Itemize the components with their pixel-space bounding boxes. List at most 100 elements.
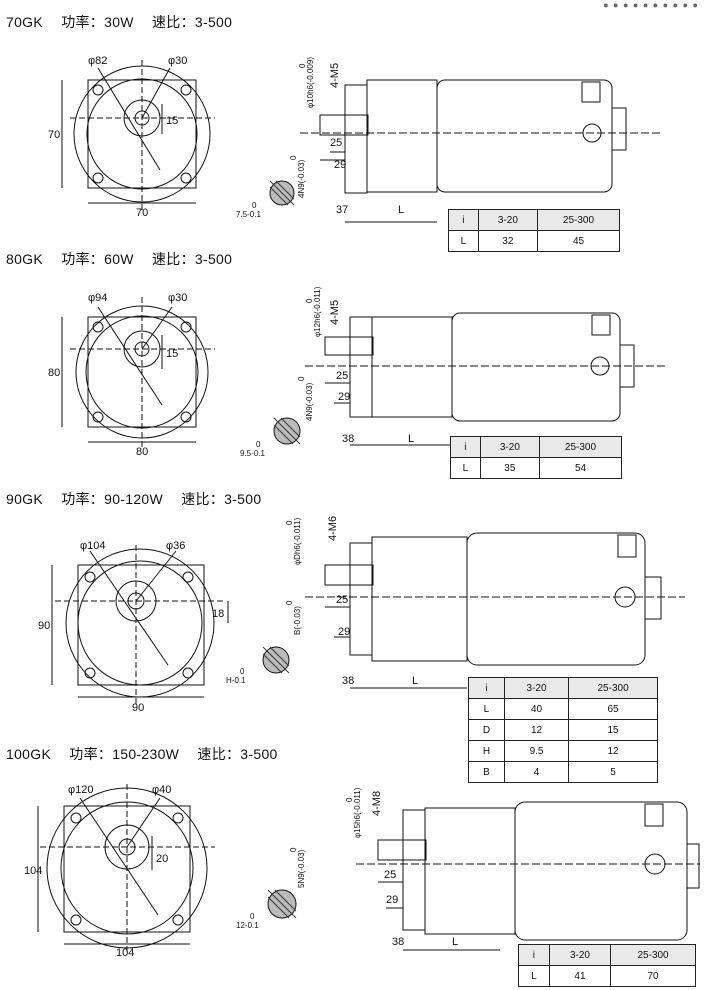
offset-label: 15 [166, 115, 178, 127]
key-label: 4N9(-0.03) [297, 159, 306, 198]
key-len-label: 25 [336, 370, 348, 382]
power-label: 功率：90-120W [61, 491, 164, 507]
spec-table: i 3-20 25-300 L 40 65 D 12 15 H 9.5 12 B… [468, 677, 658, 783]
height-dim-top: 0 [252, 201, 257, 210]
shaft-top: 0 [285, 520, 294, 525]
key-len-label: 25 [336, 594, 348, 606]
key-section [269, 180, 295, 206]
key-label: B(-0.03) [293, 606, 302, 635]
table-row: D 12 15 [468, 719, 658, 741]
section-title: 100GK 功率：150-230W 速比：3-500 [6, 744, 292, 764]
drawing-90gk: φ104 φ36 90 90 18 H-0.1 0 B(-0.03) 0 φD [38, 516, 685, 714]
shaft-top: 0 [305, 298, 314, 303]
front-view [51, 545, 229, 707]
height-dim-label: H-0.1 [226, 676, 246, 685]
shaft-len-label: 29 [386, 894, 398, 906]
l-label: L [412, 675, 418, 687]
section-title: 90GK 功率：90-120W 速比：3-500 [6, 489, 275, 509]
ratio-label: 速比：3-500 [152, 14, 233, 30]
height-dim-top: 0 [250, 912, 255, 921]
spec-table: i 3-20 25-300 L 35 54 [450, 436, 622, 479]
dia-a-label: φ82 [88, 55, 107, 67]
offset-label: 15 [166, 348, 178, 360]
height-dim-top: 0 [240, 667, 245, 676]
dia-b-label: φ30 [168, 55, 187, 67]
section-70gk: 70GK 功率：30W 速比：3-500 φ82 φ30 70 70 15 [0, 0, 705, 252]
flange-label: 38 [342, 675, 354, 687]
shaft-len-label: 29 [338, 626, 350, 638]
shaft-len-label: 29 [338, 391, 350, 403]
bolt-label: 4-M8 [371, 791, 383, 816]
dia-b-label: φ36 [166, 540, 185, 552]
key-label: 4N9(-0.03) [305, 382, 314, 421]
table-header: i 3-20 25-300 [468, 677, 658, 699]
table-row: L 35 54 [450, 457, 622, 479]
key-top: 0 [297, 376, 306, 381]
side-view [305, 532, 685, 689]
shaft-label: φ12h6(-0.011) [313, 286, 322, 337]
height-dim-label: 9.5-0.1 [240, 449, 265, 458]
power-label: 功率：30W [61, 14, 134, 30]
dia-a-label: φ104 [80, 540, 106, 552]
height-label: 104 [24, 865, 42, 877]
section-title: 70GK 功率：30W 速比：3-500 [6, 12, 246, 32]
l-label: L [452, 936, 458, 948]
table-header: i 3-20 25-300 [450, 436, 622, 458]
power-label: 功率：60W [61, 251, 134, 267]
flange-label: 37 [336, 204, 348, 216]
table-header: i 3-20 25-300 [518, 944, 696, 966]
offset-label: 18 [212, 608, 224, 620]
key-top: 0 [285, 600, 294, 605]
shaft-len-label: 29 [334, 159, 346, 171]
bolt-label: 4-M5 [329, 63, 341, 88]
width-label: 70 [136, 207, 148, 219]
bolt-label: 4-M6 [327, 516, 339, 541]
header-mark: ● ● ● ● ● ● ● ● ● ● [603, 0, 699, 10]
width-label: 104 [116, 947, 134, 959]
model-label: 100GK [6, 746, 52, 762]
table-row: L 41 70 [518, 965, 696, 987]
model-label: 90GK [6, 491, 43, 507]
dia-b-label: φ30 [168, 292, 187, 304]
ratio-label: 速比：3-500 [181, 491, 262, 507]
l-label: L [408, 433, 414, 445]
section-90gk: 90GK 功率：90-120W 速比：3-500 φ104 φ36 90 90 … [0, 485, 705, 783]
section-100gk: 100GK 功率：150-230W 速比：3-500 φ120 φ40 104 … [0, 740, 705, 990]
ratio-label: 速比：3-500 [197, 746, 278, 762]
dia-a-label: φ94 [88, 292, 107, 304]
width-label: 80 [136, 446, 148, 458]
width-label: 90 [132, 702, 144, 714]
height-dim-top: 0 [256, 440, 261, 449]
key-top: 0 [289, 847, 298, 852]
drawing-100gk: φ120 φ40 104 104 20 12-0.1 0 5N9(-0.03) … [24, 784, 700, 959]
key-section [267, 889, 297, 919]
key-section [273, 417, 301, 445]
height-dim-label: 7.5-0.1 [236, 210, 261, 219]
table-row: L 40 65 [468, 698, 658, 720]
section-80gk: 80GK 功率：60W 速比：3-500 φ94 φ30 80 80 15 [0, 245, 705, 485]
table-row: L 32 45 [448, 230, 620, 252]
table-header: i 3-20 25-300 [448, 209, 620, 231]
side-view [356, 801, 700, 951]
front-view [37, 784, 215, 955]
l-label: L [398, 204, 404, 216]
front-view [61, 60, 215, 210]
side-view [305, 312, 665, 446]
shaft-label: φDh6(-0.011) [293, 517, 302, 565]
flange-label: 38 [392, 936, 404, 948]
drawing-70gk: φ82 φ30 70 70 15 7.5-0.1 0 4N9(-0.03) 0 [48, 55, 660, 223]
model-label: 80GK [6, 251, 43, 267]
spec-table: i 3-20 25-300 L 32 45 [448, 209, 620, 252]
height-dim-label: 12-0.1 [236, 921, 259, 930]
key-len-label: 25 [384, 869, 396, 881]
table-row: B 4 5 [468, 761, 658, 783]
power-label: 功率：150-230W [69, 746, 180, 762]
ratio-label: 速比：3-500 [152, 251, 233, 267]
model-label: 70GK [6, 14, 43, 30]
key-len-label: 25 [330, 137, 342, 149]
flange-label: 38 [342, 433, 354, 445]
height-label: 80 [48, 367, 60, 379]
spec-table: i 3-20 25-300 L 41 70 [518, 944, 696, 987]
shaft-label: φ10h6(-0.009) [306, 57, 315, 108]
section-title: 80GK 功率：60W 速比：3-500 [6, 249, 246, 269]
